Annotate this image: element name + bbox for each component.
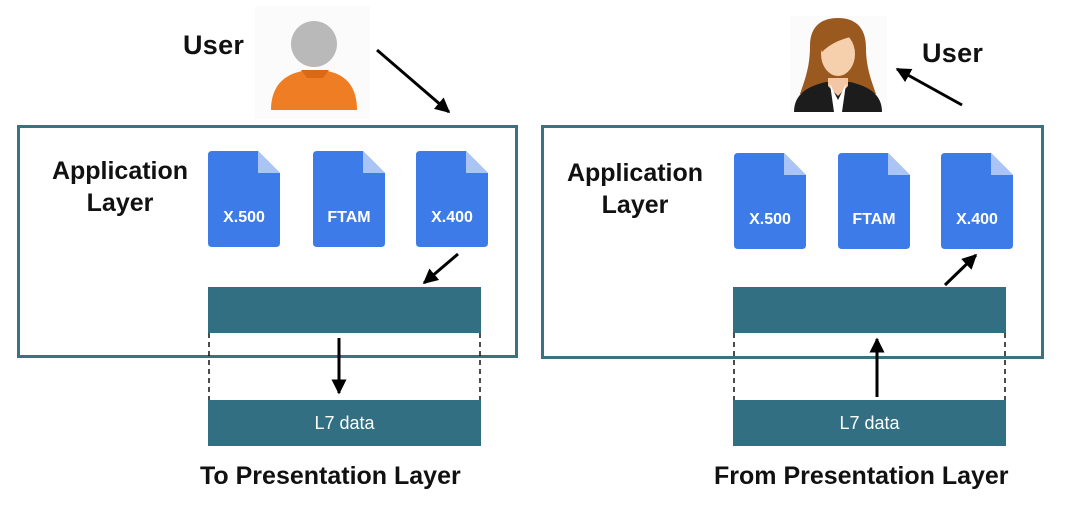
left-user-label: User xyxy=(183,30,245,60)
document-icon xyxy=(838,153,910,249)
left-application-data-bar xyxy=(208,287,481,333)
right-layer-label-line1: Application xyxy=(566,159,704,187)
left-layer-label-line1: Application xyxy=(51,157,189,185)
right-file-x400-label: X.400 xyxy=(956,211,998,228)
right-caption: From Presentation Layer xyxy=(714,462,1009,490)
left-user-to-app-arrow-icon xyxy=(376,48,451,114)
left-file-ftam-label: FTAM xyxy=(327,209,371,226)
left-file-x500-label: X.500 xyxy=(223,209,265,226)
left-file-x400: X.400 xyxy=(416,151,488,247)
male-user-avatar-icon xyxy=(255,6,370,119)
document-icon xyxy=(941,153,1013,249)
left-application-layer-box xyxy=(17,125,518,358)
right-application-layer-box xyxy=(541,125,1044,359)
right-user-label: User xyxy=(922,38,984,68)
document-icon xyxy=(416,151,488,247)
document-icon xyxy=(734,153,806,249)
right-application-layer-label: Application Layer xyxy=(555,157,715,221)
right-file-x400: X.400 xyxy=(941,153,1013,249)
female-user-avatar-icon xyxy=(790,16,887,112)
left-caption: To Presentation Layer xyxy=(200,462,461,490)
left-application-layer-label: Application Layer xyxy=(40,155,200,219)
document-icon xyxy=(313,151,385,247)
right-l7-data-bar: L7 data xyxy=(733,400,1006,446)
left-l7-data-bar: L7 data xyxy=(208,400,481,446)
right-file-x500: X.500 xyxy=(734,153,806,249)
left-file-ftam: FTAM xyxy=(313,151,385,247)
right-file-ftam-label: FTAM xyxy=(852,211,896,228)
right-layer-label-line2: Layer xyxy=(601,191,669,219)
right-app-to-user-arrow-icon xyxy=(895,67,963,107)
right-file-ftam: FTAM xyxy=(838,153,910,249)
right-bar-to-x400-arrow-icon xyxy=(943,253,978,287)
left-file-x500: X.500 xyxy=(208,151,280,247)
document-icon xyxy=(208,151,280,247)
right-application-data-bar xyxy=(733,287,1006,333)
left-file-x400-label: X.400 xyxy=(431,209,473,226)
left-x400-to-bar-arrow-icon xyxy=(422,252,459,285)
left-layer-label-line2: Layer xyxy=(86,189,154,217)
right-file-x500-label: X.500 xyxy=(749,211,791,228)
